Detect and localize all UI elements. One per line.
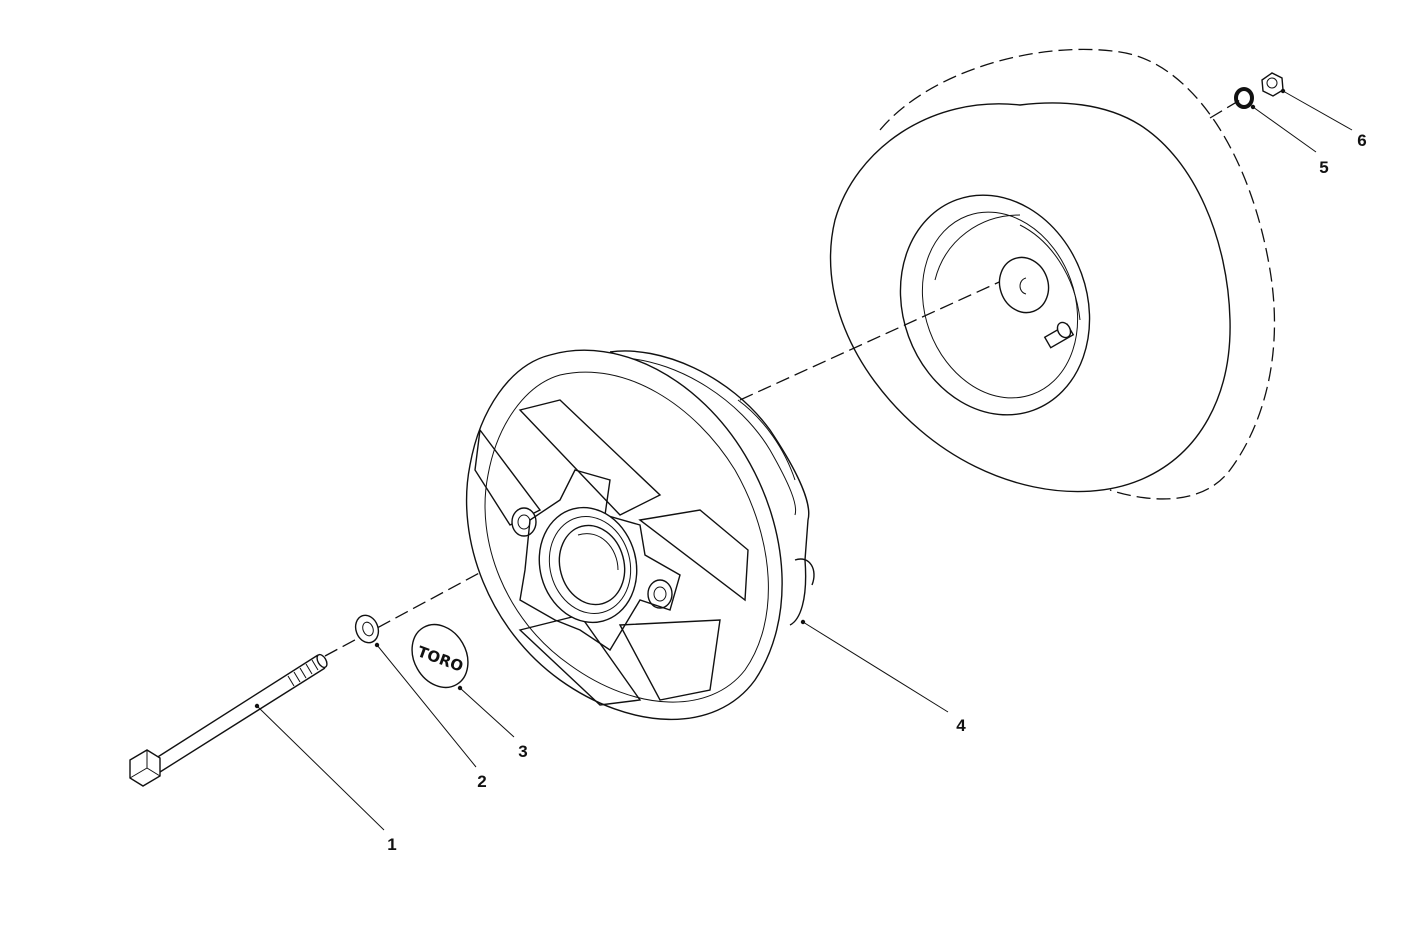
lock-washer [1234,87,1254,109]
callout-4: 4 [956,716,966,735]
leader-lines [254,88,1353,831]
wheel-weight [465,349,815,721]
carriage-bolt [129,653,328,787]
flat-washer [354,614,380,644]
callout-5: 5 [1319,158,1328,177]
hub-cap: TORO [411,623,469,689]
callout-3: 3 [518,742,527,761]
valve-stem [1043,321,1075,349]
callout-2: 2 [477,772,486,791]
callout-6: 6 [1357,131,1366,150]
lock-nut [1261,72,1284,97]
callout-labels: 1 2 3 4 5 6 [387,131,1366,854]
tire-wheel-assembly [829,48,1276,500]
callout-1: 1 [387,835,396,854]
